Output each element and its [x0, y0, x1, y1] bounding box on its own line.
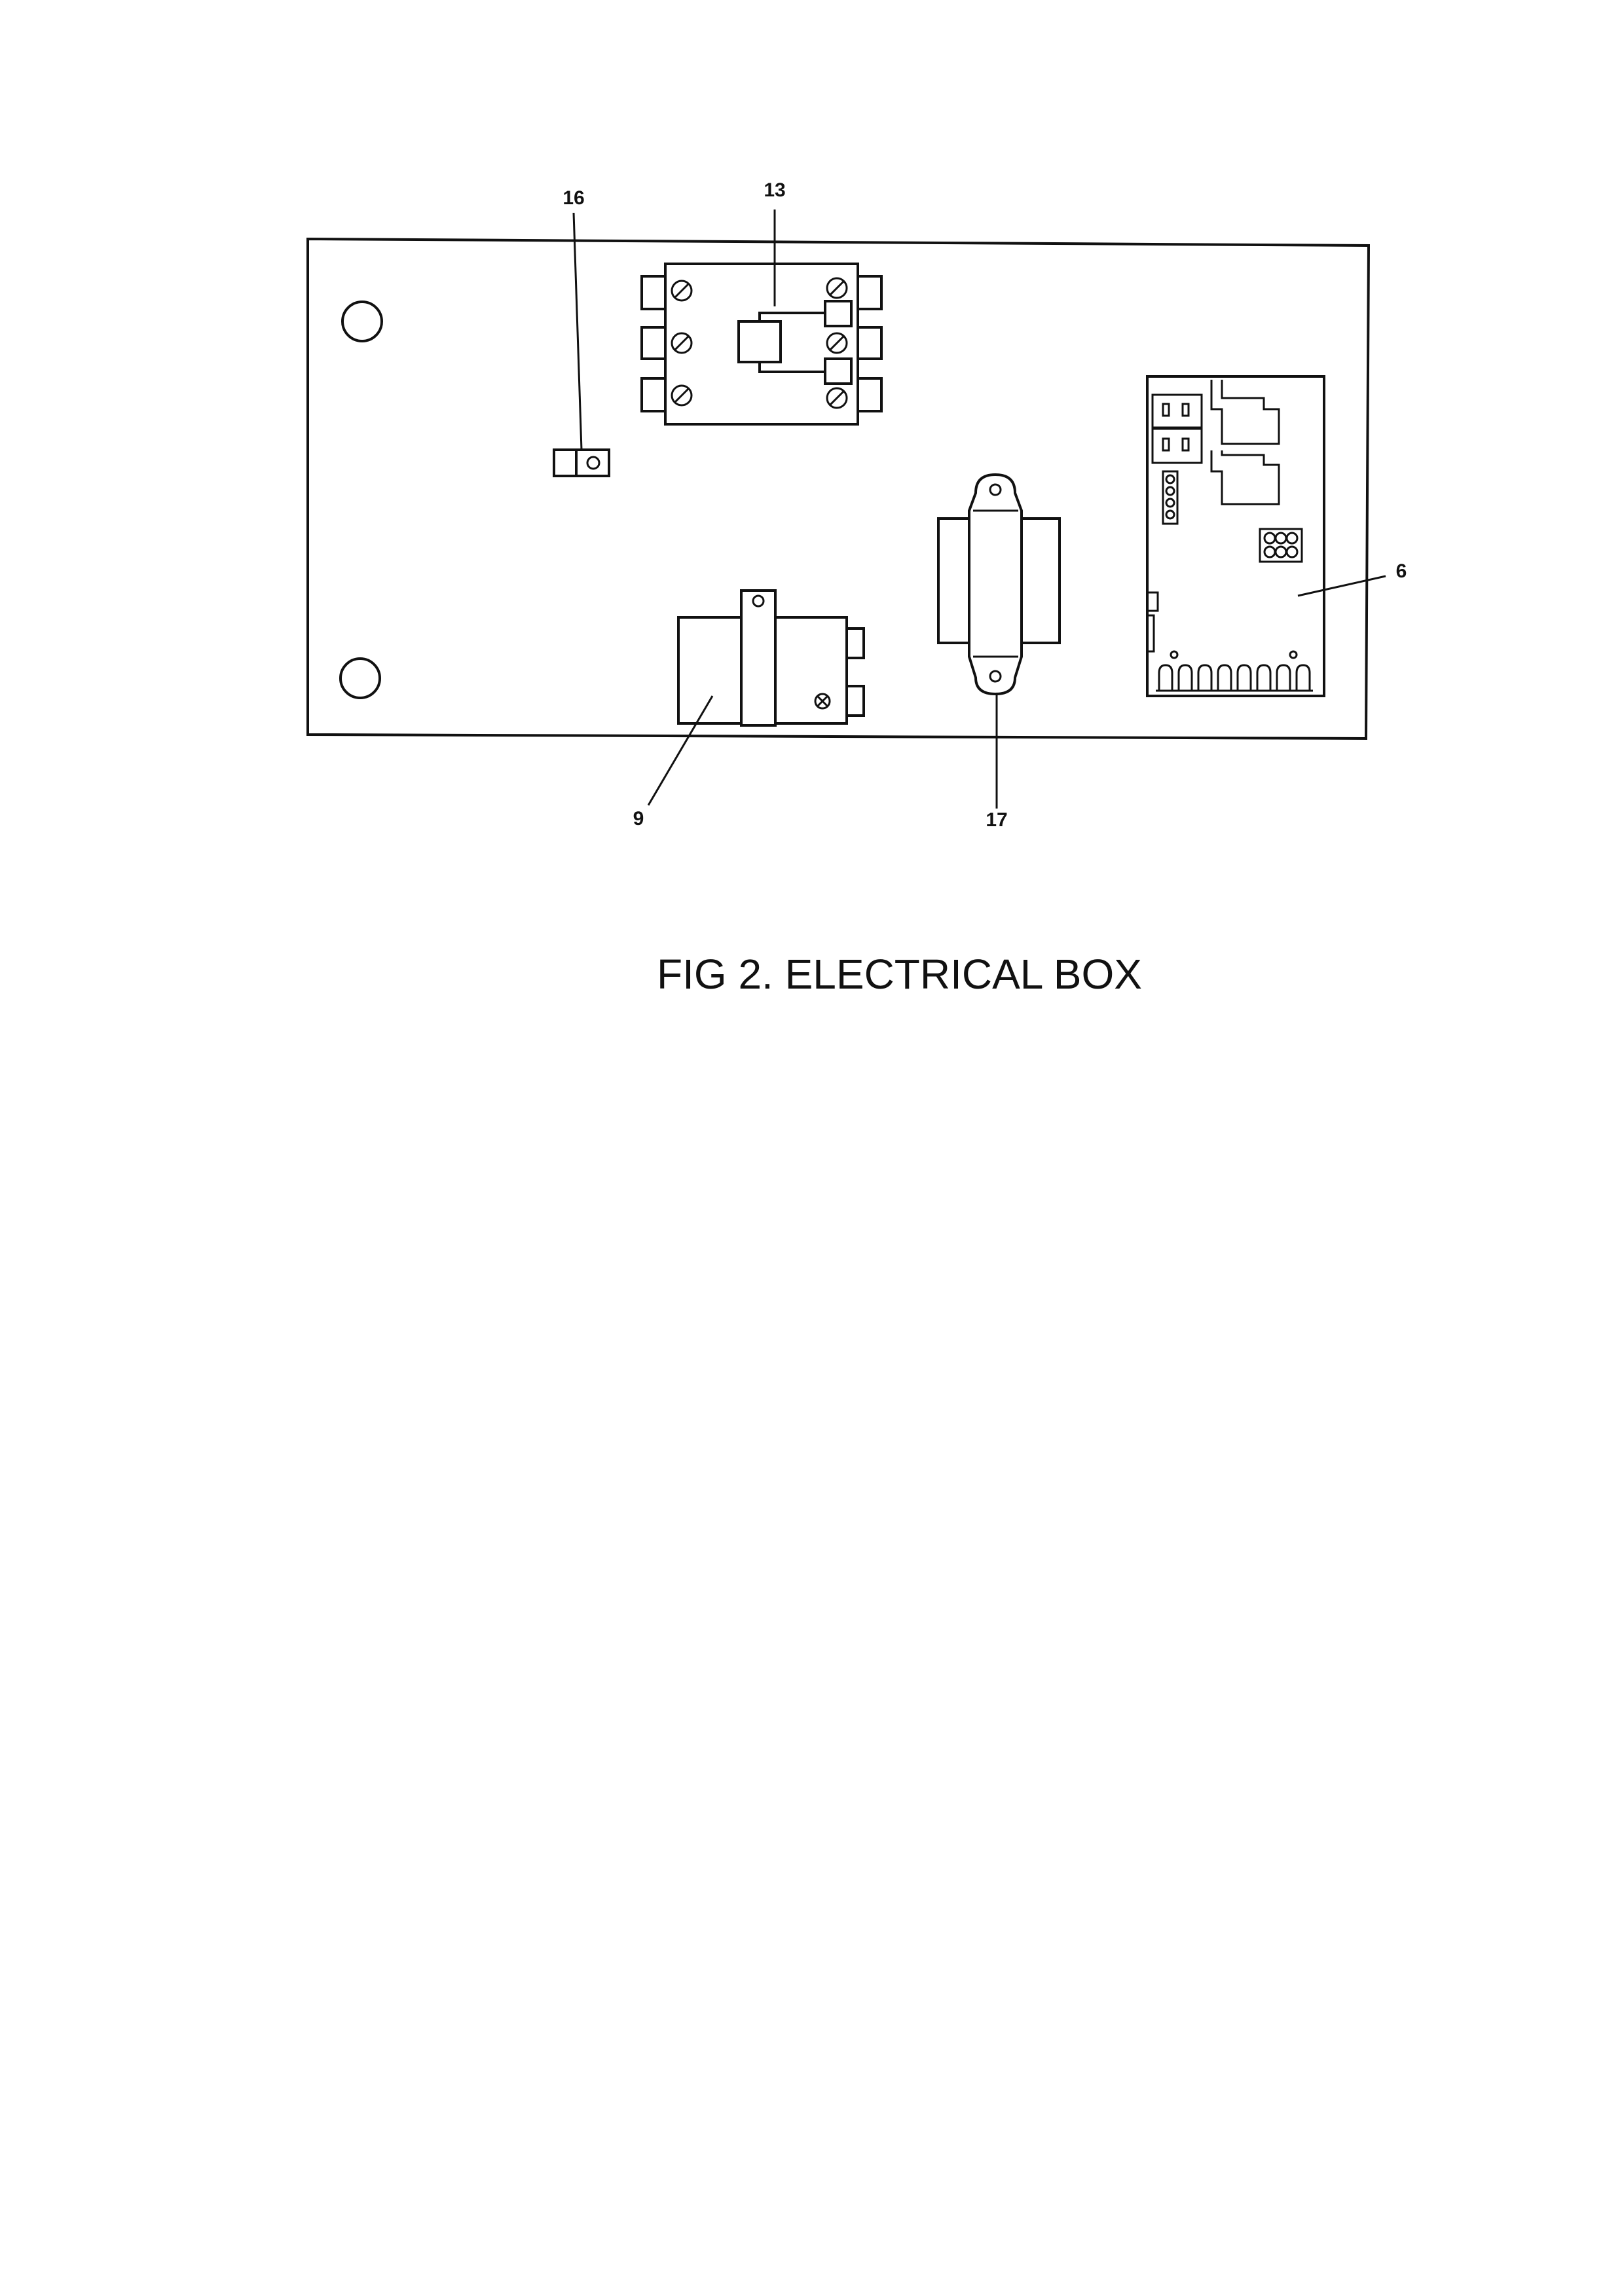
screw-icon — [826, 277, 848, 299]
mounting-strap — [740, 589, 777, 727]
contactor-body — [664, 263, 859, 426]
connector-block — [1151, 393, 1203, 429]
screw-icon — [814, 693, 831, 710]
mounting-hole-bottom — [339, 657, 381, 699]
header-pin — [1263, 532, 1276, 545]
clip-16 — [553, 448, 610, 477]
mounting-hole-top — [341, 301, 383, 342]
connector-block — [1151, 428, 1203, 464]
clip-body — [553, 448, 610, 477]
control-board-6 — [1146, 375, 1325, 697]
contactor-13 — [640, 263, 883, 426]
contactor-block — [824, 357, 853, 385]
terminal-strip — [1158, 664, 1311, 691]
connector-pin — [1181, 403, 1190, 417]
header-pin — [1165, 509, 1175, 520]
screw-icon — [671, 384, 693, 407]
panel-outline — [306, 237, 1371, 740]
terminal-bracket — [858, 275, 883, 310]
leader-9 — [647, 695, 714, 806]
callout-6: 6 — [1396, 560, 1407, 582]
bracket-hole — [989, 670, 1002, 683]
component-9 — [677, 589, 865, 727]
bracket-hole — [989, 483, 1002, 496]
header-pin — [1165, 498, 1175, 508]
relay-outline — [1210, 450, 1280, 505]
header-pin — [1274, 532, 1287, 545]
relay-outline — [1210, 380, 1280, 445]
connector-pin — [1162, 437, 1170, 452]
header-pin — [1285, 545, 1299, 558]
terminal-bracket — [858, 326, 883, 360]
screw-icon — [826, 387, 848, 409]
edge-component — [1146, 614, 1155, 653]
terminal-bracket — [640, 377, 665, 412]
connector-pin — [1162, 403, 1170, 417]
callout-9: 9 — [633, 808, 644, 829]
figure-caption: FIG 2. ELECTRICAL BOX — [657, 951, 1142, 998]
transformer-bracket — [968, 473, 1023, 696]
transformer-17 — [937, 473, 1061, 696]
component-terminal — [845, 685, 865, 717]
terminal-bracket — [858, 377, 883, 412]
header-pin — [1165, 486, 1175, 496]
callout-17: 17 — [986, 809, 1007, 831]
contactor-coil — [737, 320, 782, 363]
screw-icon — [826, 332, 848, 354]
header-pin — [1274, 545, 1287, 558]
leader-lines — [572, 210, 1386, 809]
electrical-panel — [306, 237, 1371, 740]
callout-16: 16 — [563, 187, 584, 209]
header-pin — [1263, 545, 1276, 558]
pin-header — [1162, 470, 1179, 525]
contactor-block — [824, 300, 853, 327]
screw-icon — [671, 280, 693, 302]
screw-icon — [671, 332, 693, 354]
board-hole — [1170, 650, 1179, 659]
header-2x3 — [1259, 528, 1303, 563]
terminal-bracket — [640, 275, 665, 310]
terminal-bracket — [640, 326, 665, 360]
header-pin — [1285, 532, 1299, 545]
edge-component — [1146, 591, 1159, 612]
board-hole — [1289, 650, 1298, 659]
header-pin — [1165, 474, 1175, 484]
callout-13: 13 — [764, 179, 785, 201]
strap-hole — [752, 594, 765, 608]
leader-16 — [572, 212, 583, 450]
component-terminal — [845, 627, 865, 659]
connector-pin — [1181, 437, 1190, 452]
clip-hole — [586, 456, 600, 470]
contactor-link — [758, 312, 825, 373]
leader-6 — [1297, 575, 1386, 597]
pcb-outline — [1146, 375, 1325, 697]
